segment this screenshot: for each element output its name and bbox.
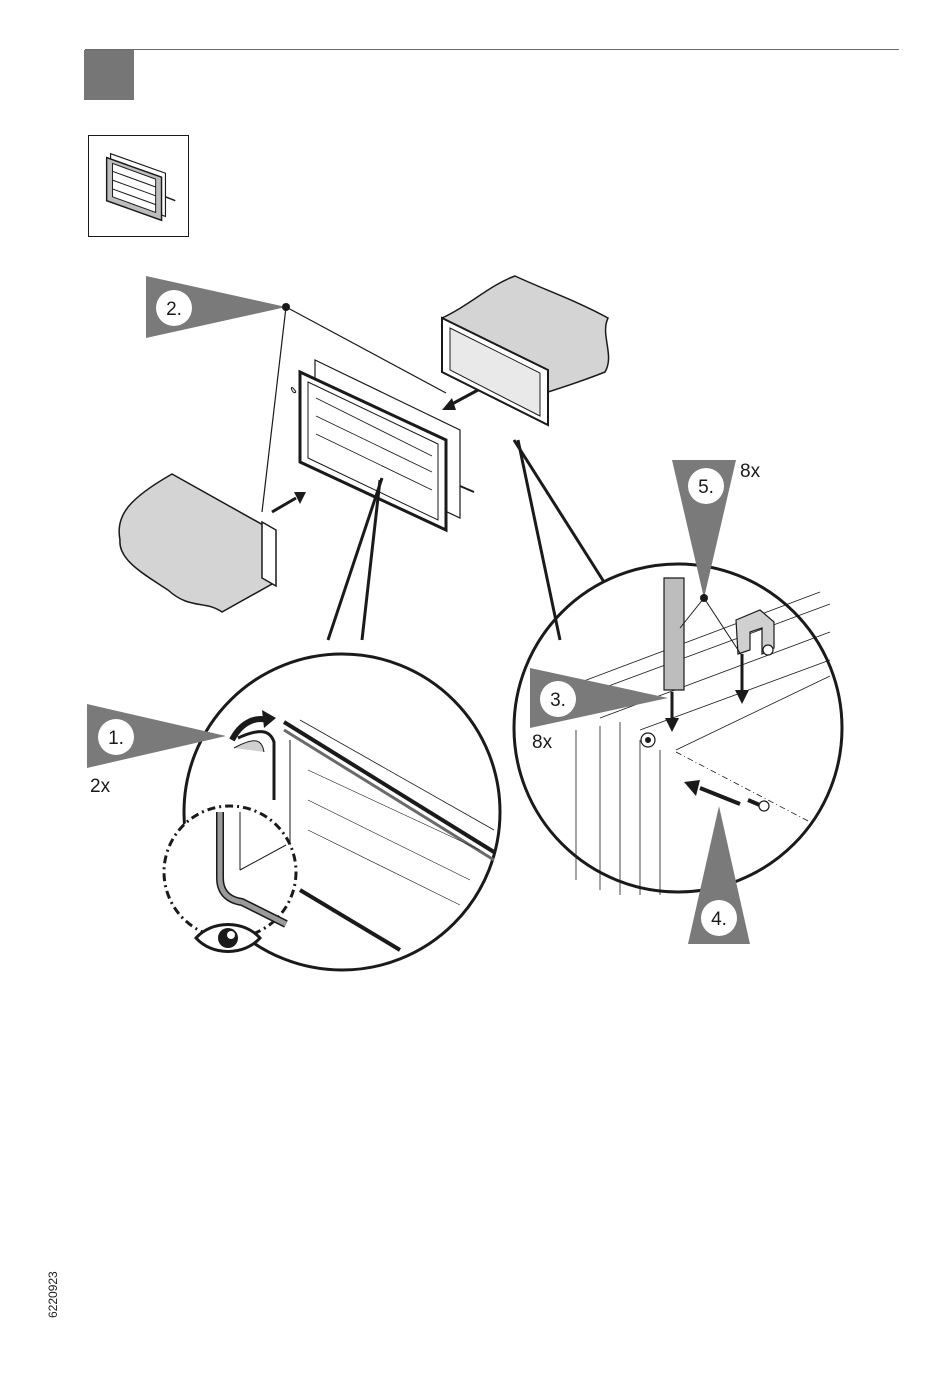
- step-3-count: 8x: [532, 732, 553, 753]
- damper-icon: [291, 360, 474, 530]
- step-5-count: 8x: [740, 461, 761, 482]
- duct-icon: [442, 276, 609, 425]
- document-number: 6220923: [46, 1271, 60, 1318]
- step-1-label: 1.: [108, 728, 124, 749]
- step-4-label: 4.: [711, 909, 727, 930]
- step-5-label: 5.: [698, 477, 714, 498]
- step-3-label: 3.: [550, 690, 566, 711]
- duct-icon: [119, 474, 276, 612]
- step-2-label: 2.: [166, 299, 182, 320]
- step-1-count: 2x: [90, 776, 111, 797]
- eye-icon: [196, 925, 260, 952]
- detail-inset: [164, 806, 296, 938]
